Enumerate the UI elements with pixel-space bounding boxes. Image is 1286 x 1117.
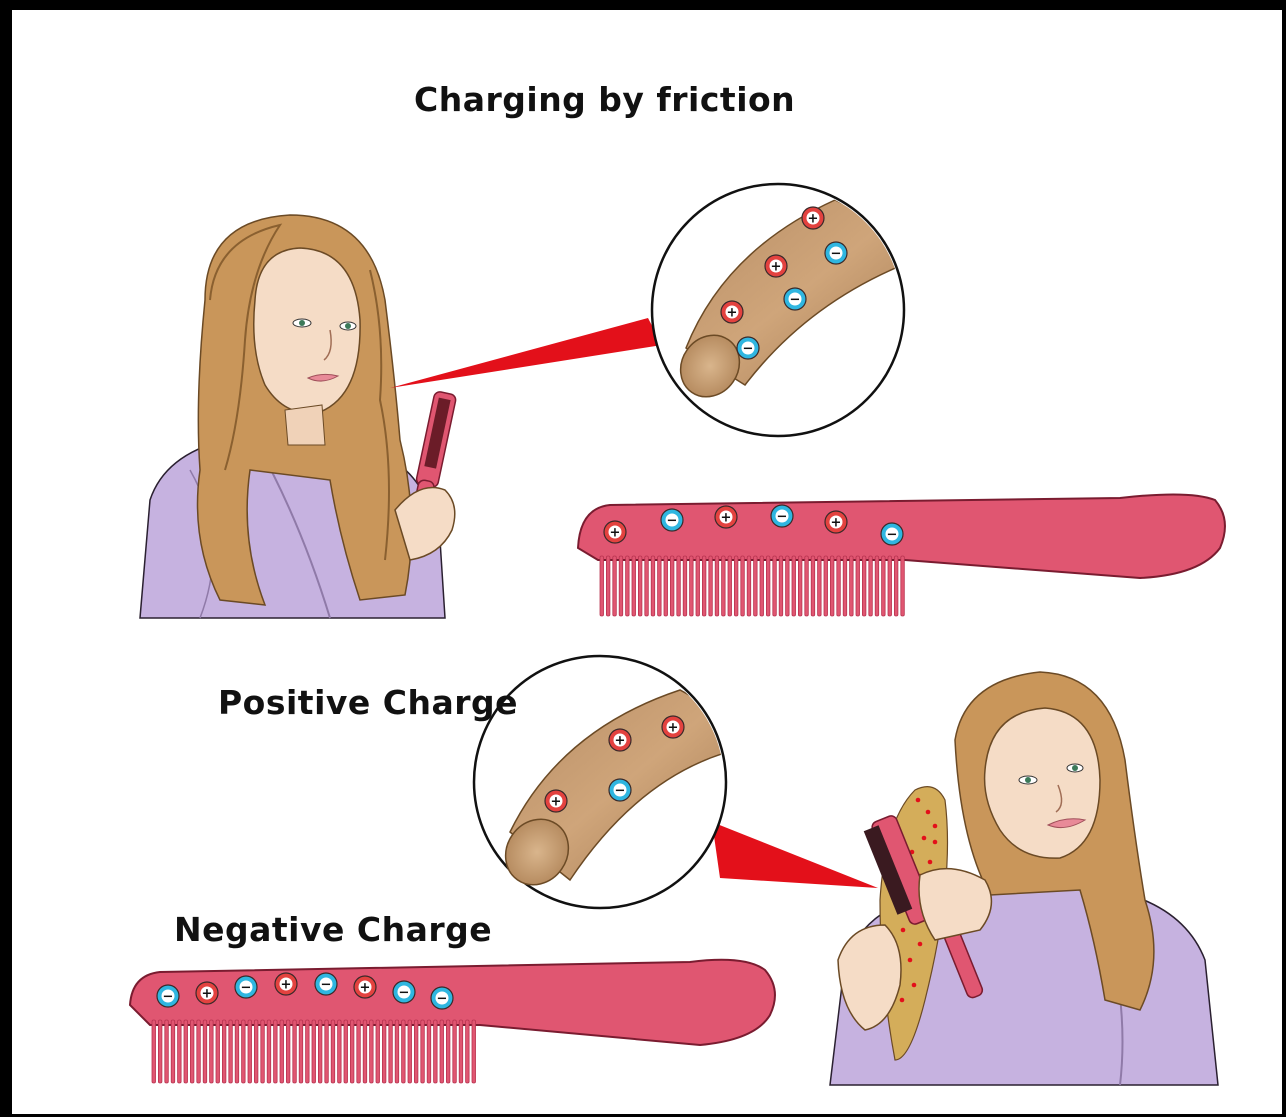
comb-top: + − + − + − xyxy=(578,494,1225,616)
comb-top-teeth xyxy=(600,556,904,616)
diagram-title: Charging by friction xyxy=(414,80,795,119)
positive-charge-icon: + xyxy=(721,301,743,323)
svg-text:−: − xyxy=(777,510,788,525)
svg-text:−: − xyxy=(615,784,626,799)
woman-top xyxy=(140,215,457,618)
negative-charge-icon: − xyxy=(737,337,759,359)
svg-text:+: + xyxy=(727,306,738,321)
comb-bottom-teeth xyxy=(152,1020,476,1083)
svg-text:+: + xyxy=(771,260,782,275)
svg-text:−: − xyxy=(163,990,174,1005)
positive-charge-icon: + xyxy=(765,255,787,277)
comb-bottom: − + − + − + − − xyxy=(130,960,775,1083)
svg-text:−: − xyxy=(790,293,801,308)
negative-charge-icon: − xyxy=(235,976,257,998)
svg-text:+: + xyxy=(831,516,842,531)
negative-charge-icon: − xyxy=(157,985,179,1007)
negative-charge-icon: − xyxy=(661,509,683,531)
negative-charge-icon: − xyxy=(771,505,793,527)
svg-text:−: − xyxy=(743,342,754,357)
svg-text:+: + xyxy=(360,981,371,996)
positive-charge-icon: + xyxy=(196,982,218,1004)
negative-charge-label: Negative Charge xyxy=(174,910,492,949)
negative-charge-icon: − xyxy=(315,973,337,995)
positive-charge-icon: + xyxy=(354,976,376,998)
positive-charge-icon: + xyxy=(609,729,631,751)
positive-charge-icon: + xyxy=(545,790,567,812)
positive-charge-label: Positive Charge xyxy=(218,683,518,722)
negative-charge-icon: − xyxy=(431,987,453,1009)
negative-charge-icon: − xyxy=(393,981,415,1003)
svg-text:−: − xyxy=(399,986,410,1001)
pointer-top xyxy=(390,318,662,388)
svg-text:−: − xyxy=(887,528,898,543)
svg-text:−: − xyxy=(437,992,448,1007)
svg-text:+: + xyxy=(551,795,562,810)
negative-charge-icon: − xyxy=(609,779,631,801)
zoom-circle-top: + − + − + − xyxy=(652,184,915,436)
positive-charge-icon: + xyxy=(802,207,824,229)
positive-charge-icon: + xyxy=(715,506,737,528)
positive-charge-icon: + xyxy=(662,716,684,738)
svg-text:+: + xyxy=(721,511,732,526)
svg-text:−: − xyxy=(321,978,332,993)
svg-text:−: − xyxy=(667,514,678,529)
svg-text:−: − xyxy=(241,981,252,996)
positive-charge-icon: + xyxy=(825,511,847,533)
svg-text:+: + xyxy=(281,978,292,993)
svg-text:+: + xyxy=(808,212,819,227)
svg-text:+: + xyxy=(615,734,626,749)
svg-text:+: + xyxy=(202,987,213,1002)
svg-text:+: + xyxy=(610,526,621,541)
pointer-bottom xyxy=(712,822,878,888)
negative-charge-icon: − xyxy=(784,288,806,310)
woman-bottom xyxy=(830,672,1218,1085)
svg-text:+: + xyxy=(668,721,679,736)
svg-text:−: − xyxy=(831,247,842,262)
woman-top-face xyxy=(254,248,360,413)
negative-charge-icon: − xyxy=(825,242,847,264)
negative-charge-icon: − xyxy=(881,523,903,545)
positive-charge-icon: + xyxy=(604,521,626,543)
positive-charge-icon: + xyxy=(275,973,297,995)
